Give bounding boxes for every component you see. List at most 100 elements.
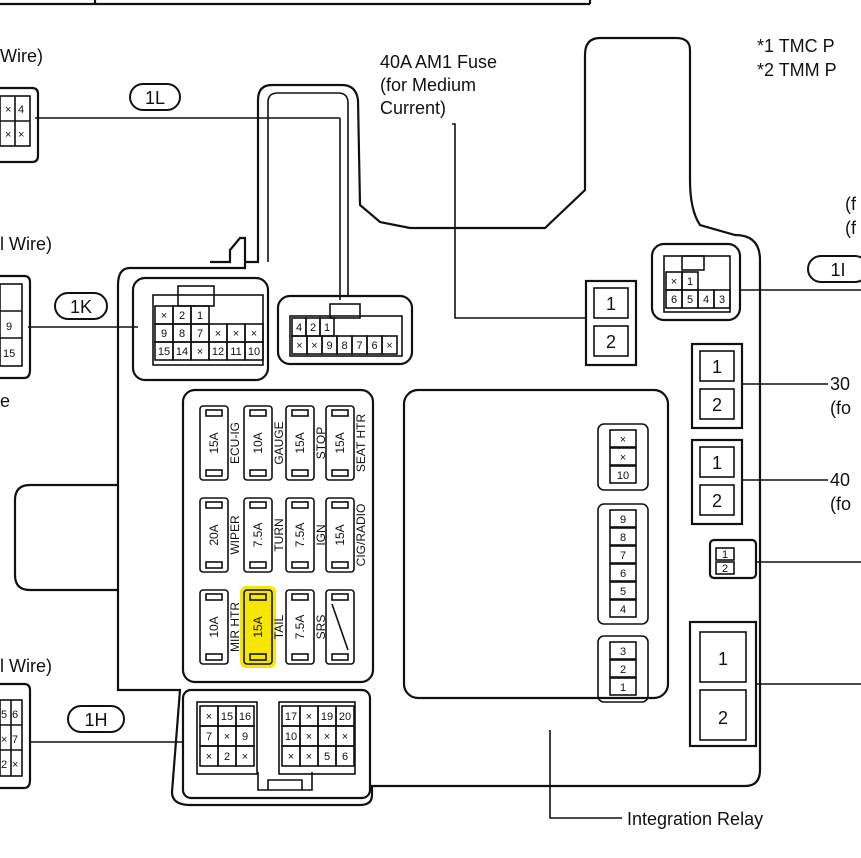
tag-1L xyxy=(129,83,181,111)
relay-pin xyxy=(609,429,637,448)
svg-text:15: 15 xyxy=(3,348,15,360)
fuse-cap xyxy=(291,653,309,661)
fuse-amp: 7.5A xyxy=(293,615,307,640)
c1h-a-pin-label: 2 xyxy=(224,751,230,763)
left-label-e: e xyxy=(0,391,10,411)
fuse-cap xyxy=(291,501,309,509)
fuse-slot xyxy=(325,405,355,481)
c1i-pin-label: 4 xyxy=(703,294,709,306)
c1h-b-pin-label: × xyxy=(306,731,312,743)
svg-text:7: 7 xyxy=(12,734,18,746)
relay-pin-label: 3 xyxy=(620,646,626,658)
svg-text:2: 2 xyxy=(718,708,728,728)
right-label-f2: (f xyxy=(845,218,857,238)
relay-pin-group xyxy=(597,635,649,703)
c1k-pin-label: 14 xyxy=(176,346,188,358)
c1l-pin-label: 7 xyxy=(356,340,362,352)
fuse-cap xyxy=(205,501,223,509)
fuse-name: ECU-IG xyxy=(228,422,242,464)
c1k-pin-label: 1 xyxy=(197,310,203,322)
svg-text:9: 9 xyxy=(6,321,12,333)
fuse-30a-block: 1 2 xyxy=(690,342,744,430)
relay-pin xyxy=(609,447,637,466)
fuse-slot xyxy=(199,589,229,665)
relay-pin-label: 7 xyxy=(620,550,626,562)
c1l-pin-label: 6 xyxy=(371,340,377,352)
relay-pin xyxy=(609,599,637,618)
svg-text:6: 6 xyxy=(12,709,18,721)
fuse-slot xyxy=(199,405,229,481)
fuse-cap xyxy=(291,593,309,601)
c1h-a-pin-label: × xyxy=(224,731,230,743)
fuse-cap xyxy=(205,409,223,417)
fuse-cap xyxy=(249,561,267,569)
svg-text:2: 2 xyxy=(606,332,616,352)
fuse-slot xyxy=(243,497,273,573)
left-connector-3: 5 6 × 7 2 × xyxy=(0,682,32,790)
svg-text:×: × xyxy=(18,129,24,141)
svg-text:1: 1 xyxy=(718,649,728,669)
fuse-name: TURN xyxy=(272,518,286,551)
relay-pin xyxy=(609,509,637,528)
c1l-pin-label: 8 xyxy=(341,340,347,352)
relay-pin xyxy=(609,641,637,660)
c1k-pin-label: 15 xyxy=(158,346,170,358)
c1i-pin-label: × xyxy=(671,276,677,288)
c1l-pin xyxy=(381,335,398,355)
fuse-cap xyxy=(331,501,349,509)
fuse-cap xyxy=(205,653,223,661)
c1k-pin-label: × xyxy=(197,346,203,358)
fuse-amp: 15A xyxy=(333,432,347,453)
fuse-slot xyxy=(285,405,315,481)
fuse-name: SRS xyxy=(314,615,328,640)
note-tmc: *1 TMC P xyxy=(757,36,835,56)
fuse-cap xyxy=(331,561,349,569)
fuse-slot xyxy=(325,589,355,665)
c1h-a-pin xyxy=(235,745,255,767)
fuse-cap xyxy=(291,409,309,417)
fuse-name: WIPER xyxy=(228,515,242,555)
c1h-b-pin-label: × xyxy=(306,711,312,723)
c1k-pin-label: 10 xyxy=(248,346,260,358)
note-tmm: *2 TMM P xyxy=(757,60,837,80)
fuse-cap xyxy=(249,409,267,417)
relay-pin-label: 10 xyxy=(617,470,629,482)
c1h-a-pin-label: 7 xyxy=(206,731,212,743)
fuse-name: CIG/RADIO xyxy=(354,504,368,567)
relay-pin-label: × xyxy=(620,452,626,464)
right-label-40: 40 xyxy=(830,470,850,490)
left-connector-1: × 4 × × xyxy=(0,86,40,164)
tag-1H-text: 1H xyxy=(84,710,107,730)
fuse-cap xyxy=(291,561,309,569)
fuse-cap xyxy=(331,653,349,661)
c1i-pin-label: 3 xyxy=(719,294,725,306)
svg-text:×: × xyxy=(5,104,11,116)
c1h-b-pin-label: × xyxy=(342,731,348,743)
fuse-amp: 20A xyxy=(207,524,221,545)
fuse-cap xyxy=(291,469,309,477)
fuse-slot xyxy=(199,497,229,573)
relay-pin xyxy=(609,563,637,582)
relay-pin xyxy=(609,659,637,678)
fuse-amp: 10A xyxy=(207,616,221,637)
tag-1L-text: 1L xyxy=(145,88,165,108)
c1h-a-pin-label: 15 xyxy=(221,711,233,723)
am1-fuse-block: 1 2 xyxy=(584,279,638,367)
c1k-pin-label: 8 xyxy=(179,328,185,340)
housing-left-lobe xyxy=(13,483,118,592)
c1h-b-pin-label: 6 xyxy=(342,751,348,763)
fuse-slot xyxy=(243,405,273,481)
tag-1H xyxy=(67,705,125,733)
c1k-pin-label: × xyxy=(233,328,239,340)
am1-fuse-label: 40A AM1 Fuse xyxy=(380,52,497,72)
am1-fuse-label-2: (for Medium xyxy=(380,75,476,95)
fuse-cap xyxy=(331,469,349,477)
svg-text:1: 1 xyxy=(606,294,616,314)
fuse-name: SEAT HTR xyxy=(354,414,368,473)
c1k-pin-label: × xyxy=(215,328,221,340)
relay-pin-label: 9 xyxy=(620,514,626,526)
left-wire-label-3: l Wire) xyxy=(0,656,52,676)
